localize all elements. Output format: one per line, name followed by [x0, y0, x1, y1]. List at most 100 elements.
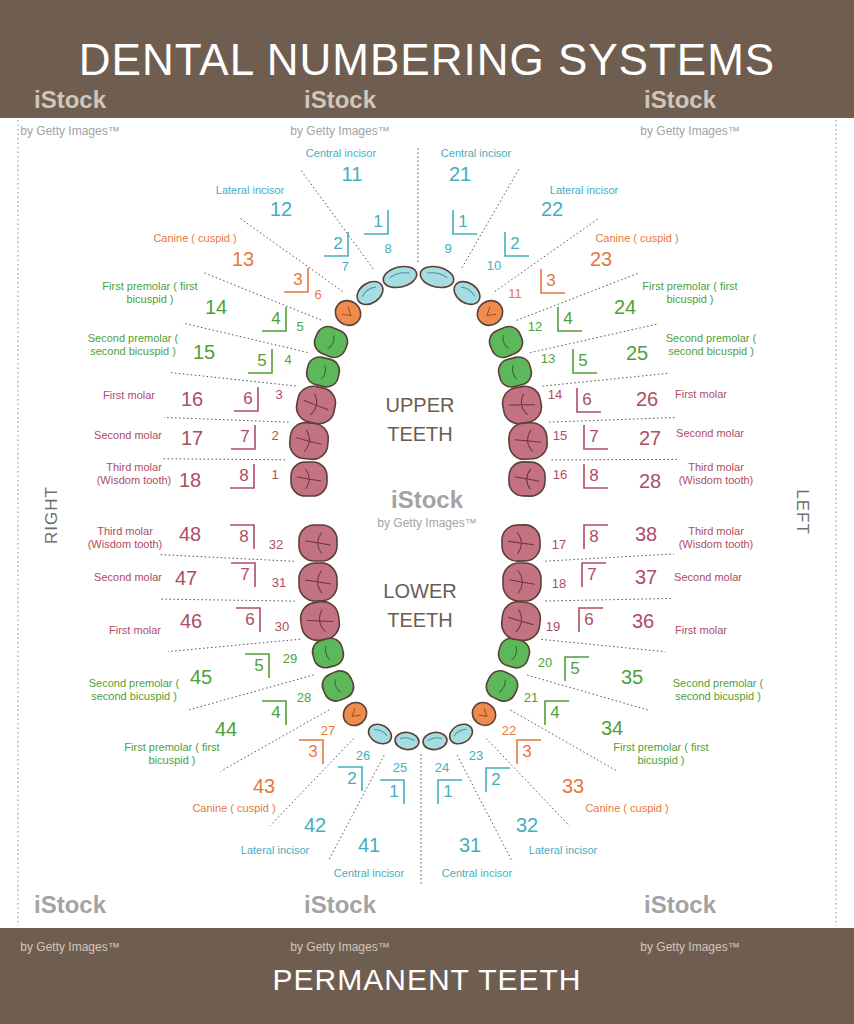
palmer-number: 8 — [588, 466, 599, 486]
separator-line — [552, 459, 679, 461]
universal-number: 2 — [270, 429, 279, 444]
universal-number: 30 — [274, 620, 290, 635]
tooth-name: Second molar — [92, 571, 164, 584]
tooth-fissure — [511, 365, 517, 380]
fdi-number: 26 — [634, 388, 660, 411]
tooth-outline — [500, 600, 542, 642]
tooth-fissure — [389, 271, 409, 278]
fdi-number: 37 — [633, 566, 659, 589]
fdi-number: 27 — [637, 427, 663, 450]
tooth-shape — [381, 263, 419, 290]
tooth-shape — [509, 462, 546, 497]
tooth-shape — [418, 263, 456, 290]
fdi-number: 22 — [539, 198, 565, 221]
tooth-name: First molar — [673, 388, 729, 401]
palmer-bracket — [579, 608, 603, 632]
tooth-outline — [502, 525, 541, 562]
palmer-bracket — [364, 210, 388, 234]
tooth-name: Third molar (Wisdom tooth) — [665, 461, 767, 486]
tooth-name: Second molar — [92, 429, 164, 442]
watermark: by Getty Images™ — [640, 125, 739, 139]
tooth-outline — [509, 462, 546, 497]
separator-line — [163, 459, 285, 460]
separator-line — [541, 639, 665, 651]
tooth-name: Central incisor — [440, 867, 514, 880]
caption: PERMANENT TEETH — [0, 963, 854, 998]
tooth-fissure — [514, 429, 541, 452]
palmer-bracket — [245, 654, 269, 678]
tooth-name: Lateral incisor — [214, 184, 286, 197]
tooth-outline — [472, 296, 507, 331]
palmer-bracket — [262, 701, 286, 725]
universal-number: 7 — [340, 260, 349, 275]
tooth-fissure — [509, 571, 535, 594]
tooth-fissure — [499, 679, 507, 693]
tooth-fissure — [427, 737, 442, 741]
universal-number: 14 — [547, 388, 563, 403]
tooth-name: First molar — [107, 624, 163, 637]
universal-number: 25 — [392, 761, 408, 776]
fdi-number: 23 — [588, 248, 614, 271]
tooth-name: First premolar ( first bicuspid ) — [639, 280, 741, 305]
tooth-name: Canine ( cuspid ) — [190, 802, 277, 815]
fdi-number: 12 — [268, 198, 294, 221]
tooth-fissure — [349, 708, 360, 719]
tooth-fissure — [324, 646, 330, 661]
tooth-fissure — [295, 429, 323, 453]
tooth-outline — [500, 384, 544, 426]
tooth-fissure — [305, 532, 331, 554]
universal-number: 10 — [486, 259, 502, 274]
palmer-number: 7 — [239, 565, 250, 585]
tooth-shape — [502, 525, 541, 562]
watermark: by Getty Images™ — [20, 941, 119, 955]
fdi-number: 14 — [203, 296, 229, 319]
palmer-number: 1 — [388, 782, 399, 802]
palmer-bracket — [231, 425, 255, 449]
tooth-name: Third molar (Wisdom tooth) — [74, 525, 176, 550]
tooth-outline — [299, 600, 342, 643]
tooth-outline — [319, 667, 358, 705]
tooth-shape — [468, 698, 501, 730]
tooth-fissure — [301, 392, 331, 418]
universal-number: 27 — [320, 724, 336, 739]
fdi-number: 34 — [599, 717, 625, 740]
tooth-outline — [450, 277, 484, 309]
palmer-bracket — [584, 425, 608, 449]
palmer-bracket — [545, 701, 569, 725]
tooth-outline — [468, 698, 501, 730]
universal-number: 4 — [283, 353, 292, 368]
separator-line — [168, 639, 300, 651]
tooth-name: Third molar (Wisdom tooth) — [665, 525, 767, 550]
tooth-fissure — [484, 307, 496, 319]
tooth-name: Second molar — [672, 571, 744, 584]
separator-line — [549, 417, 676, 422]
palmer-number: 7 — [239, 427, 250, 447]
tooth-shape — [472, 296, 507, 331]
palmer-number: 4 — [562, 309, 573, 329]
tooth-fissure — [305, 570, 331, 593]
tooth-outline — [381, 263, 419, 290]
watermark: by Getty Images™ — [640, 941, 739, 955]
tooth-name: Lateral incisor — [527, 844, 599, 857]
tooth-name: Second premolar ( second bicuspid ) — [667, 677, 769, 702]
universal-number: 13 — [540, 352, 556, 367]
separator-line — [495, 218, 600, 292]
tooth-outline — [294, 384, 338, 427]
tooth-fissure — [507, 608, 535, 634]
palmer-bracket — [262, 307, 286, 331]
tooth-outline — [365, 720, 395, 747]
watermark: iStock — [304, 891, 376, 919]
tooth-name: Canine ( cuspid ) — [593, 232, 680, 245]
border-line — [836, 120, 837, 926]
palmer-number: 6 — [583, 610, 594, 630]
palmer-bracket — [324, 232, 348, 256]
tooth-shape — [294, 384, 338, 427]
fdi-number: 45 — [188, 666, 214, 689]
universal-number: 1 — [270, 468, 279, 483]
universal-number: 21 — [523, 691, 539, 706]
tooth-fissure — [333, 679, 341, 693]
border-line — [18, 120, 19, 926]
fdi-number: 33 — [560, 775, 586, 798]
palmer-bracket — [438, 780, 462, 804]
fdi-number: 24 — [612, 296, 638, 319]
